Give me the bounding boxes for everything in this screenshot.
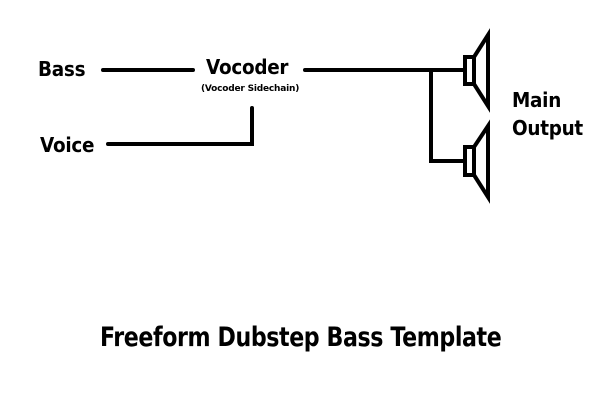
voice-to-sidechain-line	[106, 106, 254, 146]
speaker-icon	[463, 119, 490, 204]
main-output-label-line2: Output	[512, 116, 583, 140]
output-branch-line	[429, 68, 469, 163]
speaker-icon	[463, 28, 490, 113]
vocoder-label: Vocoder	[206, 55, 289, 79]
voice-label: Voice	[40, 133, 95, 157]
vocoder-sidechain-label: (Vocoder Sidechain)	[201, 84, 300, 94]
main-output-label-line1: Main	[512, 88, 562, 112]
bass-label: Bass	[38, 57, 86, 81]
diagram-title: Freeform Dubstep Bass Template	[100, 322, 502, 353]
